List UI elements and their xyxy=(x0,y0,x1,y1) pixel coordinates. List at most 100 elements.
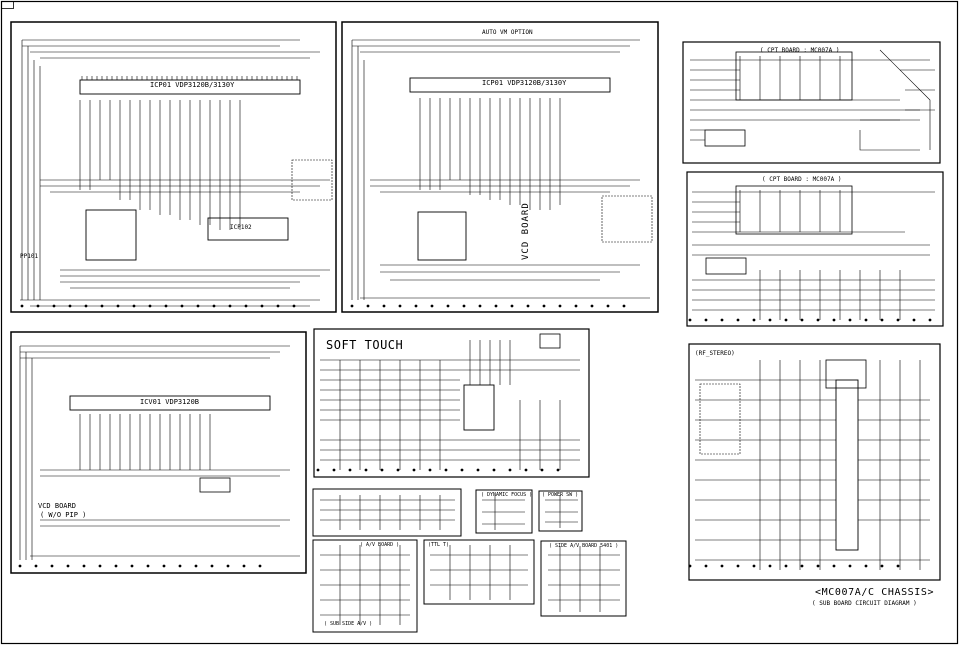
junction-dot xyxy=(444,468,448,472)
junction-dot xyxy=(752,564,756,568)
junction-dot xyxy=(784,564,788,568)
junction-dot xyxy=(412,468,416,472)
junction-dot xyxy=(292,304,296,308)
board-vcd-top-mid xyxy=(341,21,659,313)
junction-dot xyxy=(606,304,610,308)
junction-dot xyxy=(832,564,836,568)
junction-dot xyxy=(260,304,264,308)
junction-dot xyxy=(832,318,836,322)
junction-dot xyxy=(350,304,354,308)
junction-dot xyxy=(364,468,368,472)
junction-dot xyxy=(492,468,496,472)
junction-dot xyxy=(864,564,868,568)
junction-dot xyxy=(880,564,884,568)
junction-dot xyxy=(752,318,756,322)
junction-dot xyxy=(82,564,86,568)
ic-pins xyxy=(81,76,298,80)
junction-dot xyxy=(414,304,418,308)
junction-dot xyxy=(332,468,336,472)
junction-dot xyxy=(396,468,400,472)
junction-dot xyxy=(50,564,54,568)
corner-tab xyxy=(1,1,14,9)
junction-dot xyxy=(704,564,708,568)
board-vcd-top-left xyxy=(10,21,337,313)
junction-dot xyxy=(880,318,884,322)
junction-dot xyxy=(896,318,900,322)
junction-dot xyxy=(494,304,498,308)
junction-dot xyxy=(928,318,932,322)
board-power-sw xyxy=(538,490,583,532)
junction-dot xyxy=(508,468,512,472)
junction-dot xyxy=(526,304,530,308)
junction-dot xyxy=(800,564,804,568)
junction-dot xyxy=(116,304,120,308)
junction-dot xyxy=(18,564,22,568)
junction-dot xyxy=(446,304,450,308)
junction-dot xyxy=(704,318,708,322)
junction-dot xyxy=(114,564,118,568)
junction-dot xyxy=(476,468,480,472)
junction-dot xyxy=(348,468,352,472)
junction-dot xyxy=(100,304,104,308)
junction-dot xyxy=(52,304,56,308)
junction-dot xyxy=(556,468,560,472)
junction-dot xyxy=(164,304,168,308)
junction-dot xyxy=(132,304,136,308)
junction-dot xyxy=(244,304,248,308)
junction-dot xyxy=(816,564,820,568)
junction-dot xyxy=(366,304,370,308)
junction-dot xyxy=(398,304,402,308)
junction-dot xyxy=(430,304,434,308)
junction-dot xyxy=(228,304,232,308)
junction-dot xyxy=(478,304,482,308)
junction-dot xyxy=(428,468,432,472)
junction-dot xyxy=(768,318,772,322)
junction-dot xyxy=(800,318,804,322)
junction-dot xyxy=(34,564,38,568)
junction-dot xyxy=(316,468,320,472)
junction-dot xyxy=(720,564,724,568)
junction-dot xyxy=(542,304,546,308)
junction-dot xyxy=(574,304,578,308)
junction-dot xyxy=(380,468,384,472)
junction-dots xyxy=(18,304,932,568)
junction-dot xyxy=(178,564,182,568)
junction-dot xyxy=(622,304,626,308)
board-soft-touch xyxy=(313,328,590,478)
board-vcd-bottom-left xyxy=(10,331,307,574)
junction-dot xyxy=(180,304,184,308)
board-cpt-1 xyxy=(682,41,941,164)
junction-dot xyxy=(590,304,594,308)
junction-dot xyxy=(226,564,230,568)
junction-dot xyxy=(864,318,868,322)
junction-dot xyxy=(98,564,102,568)
junction-dot xyxy=(816,318,820,322)
junction-dot xyxy=(258,564,262,568)
junction-dot xyxy=(510,304,514,308)
junction-dot xyxy=(524,468,528,472)
junction-dot xyxy=(460,468,464,472)
junction-dot xyxy=(382,304,386,308)
junction-dot xyxy=(720,318,724,322)
junction-dot xyxy=(848,318,852,322)
board-side-av xyxy=(540,540,627,617)
junction-dot xyxy=(896,564,900,568)
board-dynamic-focus xyxy=(475,489,533,534)
board-small-a xyxy=(312,488,462,537)
board-rf-stereo xyxy=(688,343,941,581)
junction-dot xyxy=(558,304,562,308)
junction-dot xyxy=(130,564,134,568)
junction-dot xyxy=(736,564,740,568)
junction-dot xyxy=(768,564,772,568)
junction-dot xyxy=(66,564,70,568)
board-ttl xyxy=(423,539,535,605)
junction-dot xyxy=(242,564,246,568)
junction-dot xyxy=(688,318,692,322)
board-cpt-2 xyxy=(686,171,944,327)
junction-dot xyxy=(20,304,24,308)
junction-dot xyxy=(912,318,916,322)
board-rear-av xyxy=(312,539,418,633)
junction-dot xyxy=(212,304,216,308)
junction-dot xyxy=(784,318,788,322)
